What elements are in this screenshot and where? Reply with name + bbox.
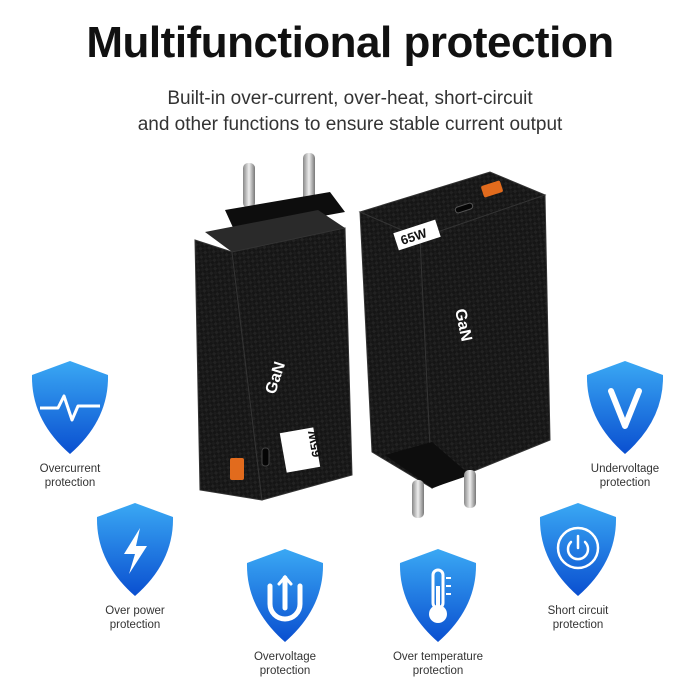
left-charger-power: 65W (305, 429, 325, 459)
feature-undervoltage: Undervoltage protection (570, 358, 680, 490)
feature-short-circuit: Short circuit protection (523, 500, 633, 632)
shield-icon (539, 503, 617, 596)
feature-overvoltage: Overvoltage protection (230, 546, 340, 678)
shield-icon (399, 549, 477, 642)
feature-over-power: Over power protection (80, 500, 190, 632)
lightning-bolt-icon (124, 528, 147, 574)
subtitle-line-2: and other functions to ensure stable cur… (137, 114, 563, 135)
feature-overcurrent: Overcurrent protection (15, 358, 125, 490)
shield-icon (246, 549, 324, 642)
usb-a-port (481, 180, 503, 198)
subtitle-line-1: Built-in over-current, over-heat, short-… (167, 88, 533, 109)
right-charger-pin (412, 480, 424, 518)
usb-a-port (230, 458, 244, 480)
feature-label: Overcurrent protection (39, 463, 101, 489)
usb-c-port (261, 447, 270, 467)
left-charger-pin (303, 153, 315, 203)
left-charger: GaN 65W (194, 153, 353, 501)
feature-label: Over power protection (105, 605, 165, 631)
usb-c-port (454, 202, 474, 214)
feature-label: Over temperature protection (392, 651, 484, 677)
left-charger-pin (243, 163, 255, 208)
pulse-line-icon (40, 394, 100, 422)
right-charger-pin (464, 470, 476, 508)
feature-over-temperature: Over temperature protection (383, 546, 493, 678)
right-charger: 65W GaN (358, 171, 551, 518)
feature-label: Short circuit protection (547, 605, 609, 631)
shield-icon (96, 503, 174, 596)
feature-label: Undervoltage protection (590, 463, 660, 489)
thermometer-icon (429, 568, 451, 623)
feature-label: Overvoltage protection (253, 651, 316, 677)
page-title: Multifunctional protection (86, 18, 614, 67)
shield-icon (31, 361, 109, 454)
right-charger-brand: GaN (451, 307, 474, 343)
shield-icon (586, 361, 664, 454)
power-button-icon (556, 526, 600, 570)
letter-v-icon (608, 388, 642, 429)
page-subtitle: Built-in over-current, over-heat, short-… (0, 86, 700, 138)
u-arrow-icon (267, 574, 303, 622)
